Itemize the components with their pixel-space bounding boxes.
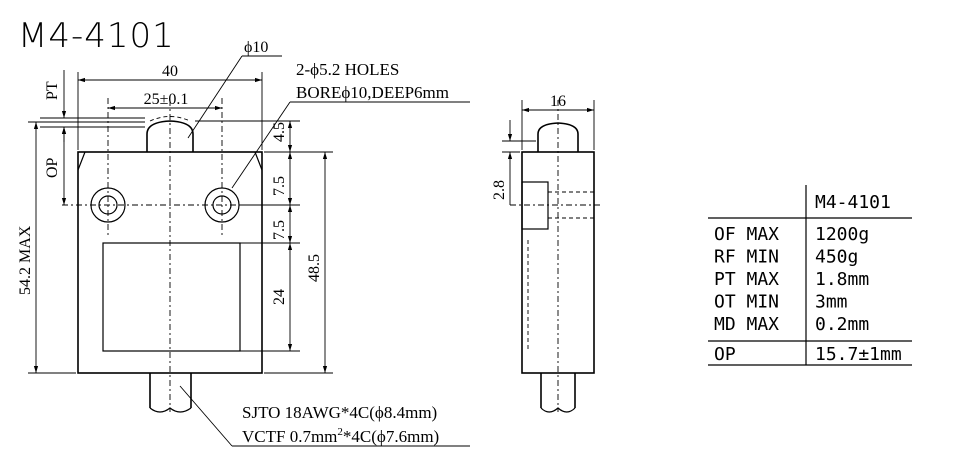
dim-hole-spacing: 25±0.1 [144,91,189,108]
spec-row-value: 0.2mm [815,314,869,335]
holes-note-line1: 2-ϕ5.2 HOLES [296,60,399,79]
spec-table: M4-4101 OF MAX 1200g RF MIN 450g PT MAX 1.8mm… [708,185,912,366]
dim-width-40: 40 [162,63,178,80]
dim-total-height: 54.2 MAX [17,225,34,295]
dim-hole-bottom: 7.5 [271,220,288,240]
side-dim-offset: 2.8 [491,180,508,200]
label-pt: PT [44,81,61,100]
spec-row-param: OT MIN [714,292,779,313]
dim-plunger-diameter: ϕ10 [244,39,268,56]
spec-row-value: 3mm [815,292,848,313]
spec-row-param: RF MIN [714,247,779,268]
spec-row-value: 1200g [815,224,869,245]
dim-window-height: 24 [271,289,288,305]
spec-op-param: OP [714,344,736,365]
cable [149,373,192,413]
spec-row-value: 1.8mm [815,269,869,290]
drawing-title: M4-4101 [18,16,175,56]
spec-table-header: M4-4101 [815,192,891,213]
label-window [102,242,241,352]
spec-op-value: 15.7±1mm [815,344,902,365]
spec-row-value: 450g [815,247,858,268]
front-view: 40 25±0.1 ϕ10 2-ϕ5.2 HOLES BOREϕ10,DEEP6… [17,39,470,447]
dim-hole-top: 7.5 [271,176,288,196]
spec-row-param: PT MAX [714,269,779,290]
label-op: OP [44,157,61,178]
dim-body-height: 48.5 [306,254,323,282]
side-view: 16 2.8 [491,93,600,413]
holes-note-line2: BOREϕ10,DEEP6mm [296,83,449,102]
spec-row-param: OF MAX [714,224,779,245]
dim-top-offset: 4.5 [271,122,288,142]
plunger [146,120,194,152]
cable-spec-line1: SJTO 18AWG*4C(ϕ8.4mm) [242,403,437,422]
cable-spec-line2: VCTF 0.7mm2*4C(ϕ7.6mm) [242,426,439,446]
spec-row-param: MD MAX [714,314,779,335]
side-dim-width: 16 [550,93,566,110]
